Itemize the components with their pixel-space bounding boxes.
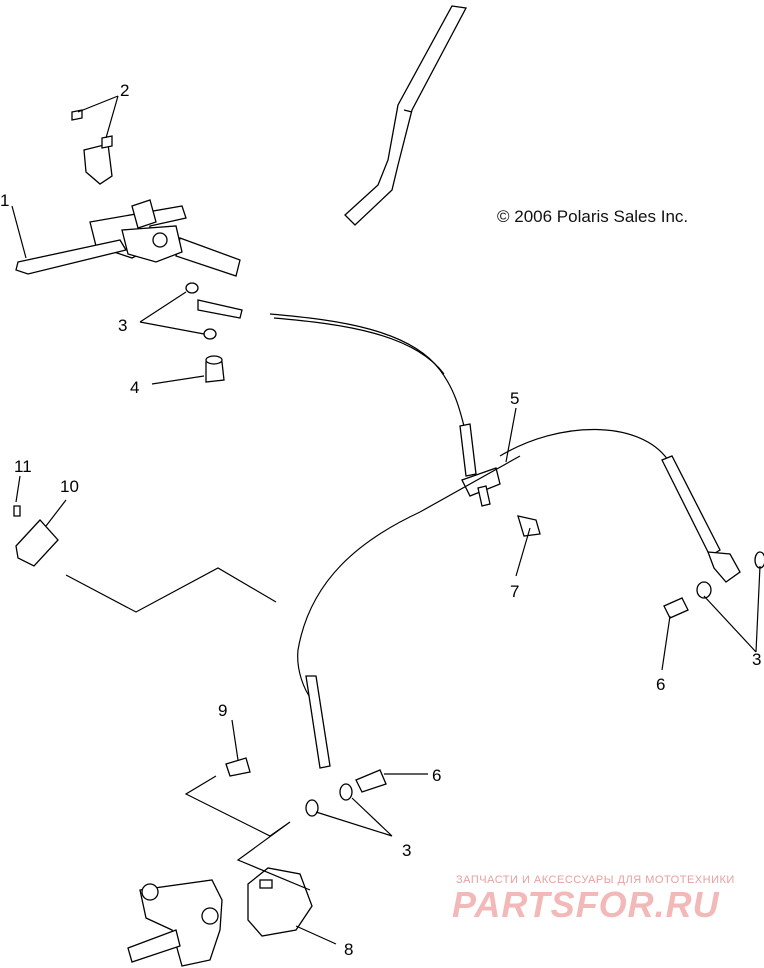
lower-fitting <box>305 675 331 769</box>
leader-lines <box>11 95 761 945</box>
callout-4: 4 <box>130 378 139 397</box>
bolt-part-7 <box>517 515 541 537</box>
line-junction-part-5 <box>419 423 521 513</box>
callout-1: 1 <box>0 191 9 210</box>
right-fitting <box>661 455 741 583</box>
callout-6-lower: 6 <box>432 766 441 785</box>
copyright-notice: © 2006 Polaris Sales Inc. <box>497 207 689 226</box>
callout-5: 5 <box>510 389 519 408</box>
callout-10: 10 <box>60 477 79 496</box>
handlebar <box>175 5 468 277</box>
clamp-part-2 <box>71 109 113 185</box>
callouts: 1 2 3 4 5 11 10 7 3 6 9 6 3 8 <box>0 81 761 959</box>
callout-2: 2 <box>120 81 129 100</box>
lower-hardware <box>225 757 387 817</box>
callout-3-upper: 3 <box>118 316 127 335</box>
frame-line-left <box>65 567 277 613</box>
knuckle-spindle <box>127 879 223 967</box>
brake-line-right <box>499 428 669 461</box>
upper-banjo-hardware <box>185 282 243 383</box>
brake-line-lower <box>297 511 421 701</box>
callout-7: 7 <box>510 582 519 601</box>
bracket-part-10 <box>13 505 59 567</box>
callout-9: 9 <box>218 701 227 720</box>
watermark-tagline: ЗАПЧАСТИ И АКСЕССУАРЫ ДЛЯ МОТОТЕХНИКИ <box>456 874 735 886</box>
callout-6-right: 6 <box>656 675 665 694</box>
brake-line-upper-2 <box>273 317 445 375</box>
callout-3-lower: 3 <box>402 841 411 860</box>
callout-3-right: 3 <box>752 650 761 669</box>
callout-8: 8 <box>344 940 353 959</box>
frame-line-lower <box>184 775 311 891</box>
callout-11: 11 <box>14 457 32 476</box>
watermark-logo: PARTSFOR.RU <box>452 884 720 925</box>
caliper-part-8 <box>247 867 313 937</box>
brake-lever-assembly <box>15 199 187 275</box>
